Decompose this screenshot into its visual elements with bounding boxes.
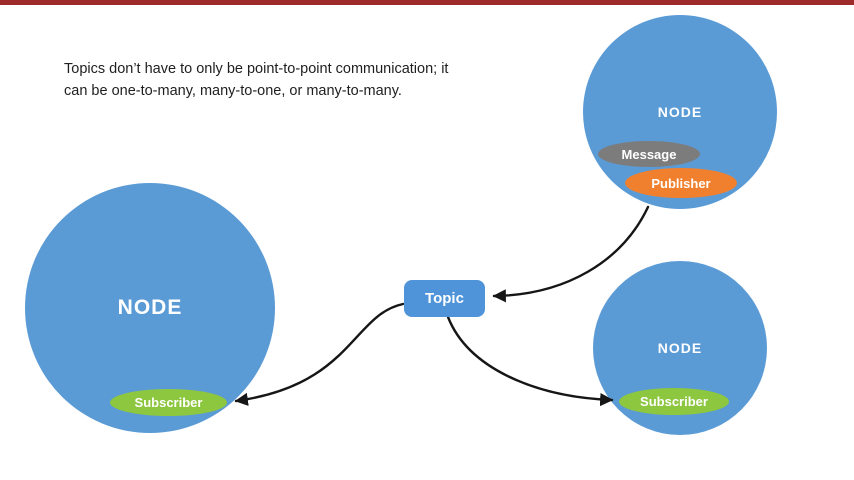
arrow-topic-to-bottom-subscriber — [446, 315, 614, 407]
subscriber-badge-left: Subscriber — [110, 389, 227, 416]
top-accent-bar — [0, 0, 854, 5]
message-badge: Message — [598, 141, 700, 167]
node-left-label: NODE — [117, 296, 183, 319]
caption-text: Topics don’t have to only be point-to-po… — [64, 61, 449, 100]
publisher-badge: Publisher — [625, 168, 737, 198]
node-bottom-right-label: NODE — [657, 340, 703, 356]
node-top-right-label: NODE — [657, 104, 703, 120]
subscriber-badge-bottom: Subscriber — [619, 388, 729, 415]
topic-box: Topic — [404, 280, 485, 317]
